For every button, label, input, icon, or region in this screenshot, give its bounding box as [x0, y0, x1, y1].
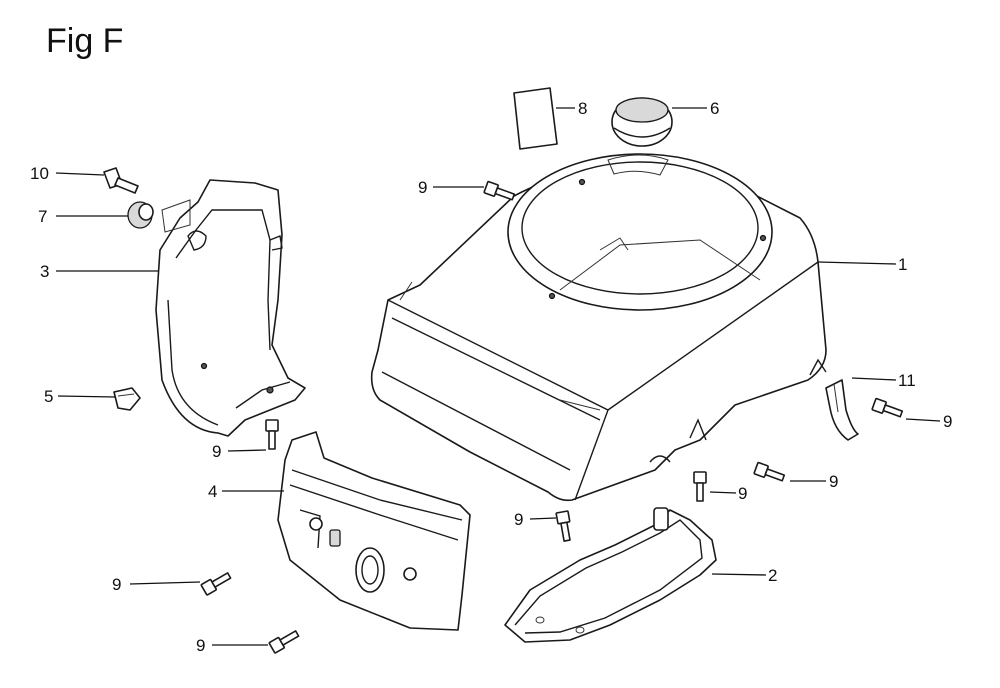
leader-lines	[55, 107, 941, 646]
figure-title: Fig F	[46, 22, 123, 60]
part-front-cover	[277, 431, 471, 631]
callout-7: 7	[38, 207, 47, 226]
callout-10: 10	[30, 164, 49, 183]
part-bracket	[825, 379, 859, 441]
callout-11: 11	[898, 371, 916, 390]
callout-9: 9	[829, 472, 838, 491]
part-blower-housing	[370, 153, 827, 502]
callout-9: 9	[514, 510, 523, 529]
callout-labels: 1 2 3 4 5 6 7 8 10 11 9 9 9 9 9 9 9 9	[30, 99, 952, 655]
part-label	[513, 87, 558, 150]
part-clip	[113, 387, 141, 411]
callout-9: 9	[112, 575, 121, 594]
callout-5: 5	[44, 387, 53, 406]
callout-8: 8	[578, 99, 587, 118]
callout-6: 6	[710, 99, 719, 118]
callout-9: 9	[212, 442, 221, 461]
part-cap	[611, 97, 673, 147]
part-side-shroud	[155, 179, 306, 437]
part-grommet	[127, 201, 154, 229]
callout-9: 9	[196, 636, 205, 655]
callout-9: 9	[418, 178, 427, 197]
part-bolt-9	[200, 180, 904, 654]
callout-1: 1	[898, 255, 907, 274]
part-bolt-10	[103, 167, 139, 194]
callout-3: 3	[40, 262, 49, 281]
callout-2: 2	[768, 566, 777, 585]
callout-4: 4	[208, 482, 217, 501]
callout-9: 9	[943, 412, 952, 431]
callout-9: 9	[738, 484, 747, 503]
part-bottom-plate	[504, 507, 717, 643]
